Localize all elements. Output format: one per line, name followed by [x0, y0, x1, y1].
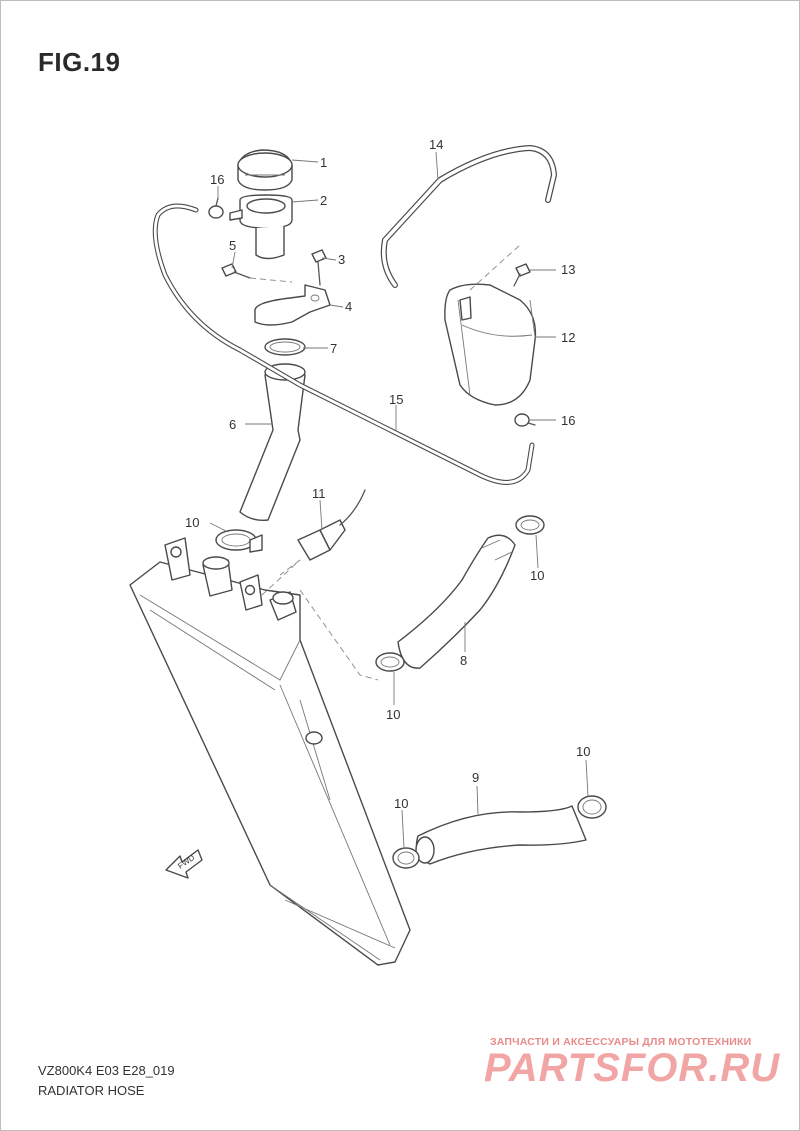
- hose-6: [239, 363, 306, 522]
- callout-10: 10: [530, 568, 544, 583]
- callout-12: 12: [561, 330, 575, 345]
- callout-8: 8: [460, 653, 467, 668]
- hose-14: [380, 145, 557, 288]
- model-code: VZ800K4 E03 E28_019: [38, 1063, 175, 1078]
- hose-8: [397, 534, 516, 669]
- callout-3: 3: [338, 252, 345, 267]
- filler-neck: [229, 194, 293, 260]
- callout-10: 10: [185, 515, 199, 530]
- bolt-13: [513, 263, 531, 287]
- figure-title: FIG.19: [38, 47, 121, 77]
- callout-7: 7: [330, 341, 337, 356]
- clip-16-b: [514, 413, 536, 427]
- callout-4: 4: [345, 299, 352, 314]
- hose-clamp-10-a: [215, 529, 263, 553]
- callout-10: 10: [576, 744, 590, 759]
- hose-15: [152, 203, 535, 485]
- reservoir-tank: [444, 244, 537, 406]
- bracket: [254, 284, 331, 326]
- hose-clamp-10-b: [515, 515, 545, 535]
- hose-clamp-10-d: [577, 795, 607, 819]
- hose-clamp-10-e: [392, 847, 420, 869]
- watermark-logo: PARTSFOR.RU: [484, 1046, 781, 1090]
- callout-2: 2: [320, 193, 327, 208]
- watermark-tagline: ЗАПЧАСТИ И АКСЕССУАРЫ ДЛЯ МОТОТЕХНИКИ: [490, 1036, 752, 1048]
- callout-5: 5: [229, 238, 236, 253]
- callout-16: 16: [561, 413, 575, 428]
- callout-6: 6: [229, 417, 236, 432]
- leader-lines: [209, 151, 589, 849]
- callout-labels: 1 2 3 4 5 6 7 8 9 10 10 10 10 10 11 12 1…: [185, 137, 590, 811]
- callout-1: 1: [320, 155, 327, 170]
- hose-clamp-7: [264, 338, 306, 356]
- callout-15: 15: [389, 392, 403, 407]
- callout-10: 10: [394, 796, 408, 811]
- callout-13: 13: [561, 262, 575, 277]
- radiator-cap: [237, 149, 293, 191]
- bolt-3: [311, 249, 327, 286]
- radiator: [129, 537, 411, 966]
- callout-11: 11: [312, 486, 326, 501]
- callout-14: 14: [429, 137, 443, 152]
- hose-9: [415, 805, 587, 865]
- callout-10: 10: [386, 707, 400, 722]
- callout-16: 16: [210, 172, 224, 187]
- clip-16-a: [208, 197, 224, 219]
- forward-direction-arrow: FWD: [165, 849, 203, 879]
- hose-clamp-10-c: [375, 652, 405, 672]
- page-caption: RADIATOR HOSE: [38, 1083, 145, 1098]
- callout-9: 9: [472, 770, 479, 785]
- thermo-switch: [279, 489, 366, 576]
